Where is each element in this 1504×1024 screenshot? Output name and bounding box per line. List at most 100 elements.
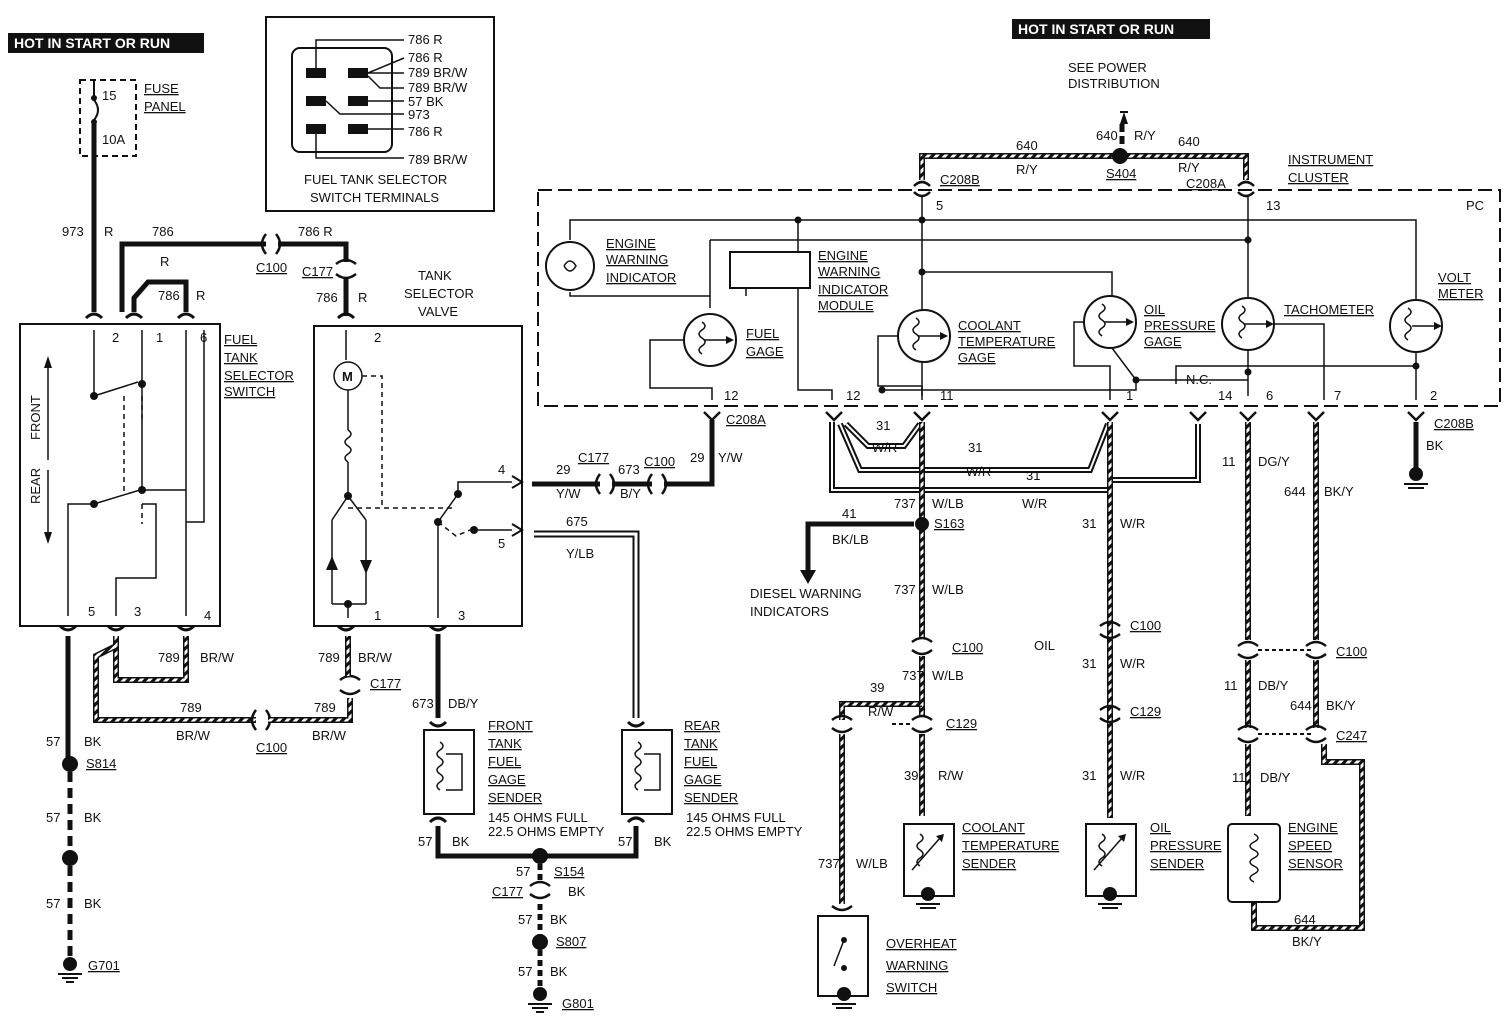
svg-text:OIL: OIL — [1144, 302, 1165, 317]
svg-text:FRONT: FRONT — [28, 395, 43, 440]
svg-text:INSTRUMENT: INSTRUMENT — [1288, 152, 1373, 167]
svg-text:11: 11 — [1222, 454, 1236, 469]
svg-text:REAR: REAR — [28, 468, 43, 504]
svg-text:C208B: C208B — [940, 172, 980, 187]
svg-text:Y/LB: Y/LB — [566, 546, 594, 561]
svg-text:W/LB: W/LB — [932, 668, 964, 683]
svg-text:4: 4 — [204, 608, 211, 623]
svg-text:ENGINE: ENGINE — [818, 248, 868, 263]
svg-text:737: 737 — [894, 582, 916, 597]
svg-text:31: 31 — [1026, 468, 1040, 483]
svg-text:BK: BK — [84, 734, 102, 749]
svg-text:12: 12 — [724, 388, 738, 403]
svg-text:29: 29 — [690, 450, 704, 465]
svg-text:13: 13 — [1266, 198, 1280, 213]
svg-text:W/R: W/R — [872, 440, 897, 455]
svg-text:57: 57 — [518, 912, 532, 927]
svg-text:GAGE: GAGE — [684, 772, 722, 787]
svg-text:7: 7 — [1334, 388, 1341, 403]
svg-text:C177: C177 — [302, 264, 333, 279]
svg-text:SELECTOR: SELECTOR — [224, 368, 294, 383]
svg-text:SENSOR: SENSOR — [1288, 856, 1343, 871]
svg-text:OIL: OIL — [1150, 820, 1171, 835]
overheat-warning-switch: OVERHEAT WARNING SWITCH — [817, 904, 957, 1009]
svg-text:BK/Y: BK/Y — [1292, 934, 1322, 949]
svg-text:5: 5 — [498, 536, 505, 551]
svg-text:SENDER: SENDER — [1150, 856, 1204, 871]
svg-text:HOT IN START OR RUN: HOT IN START OR RUN — [14, 35, 170, 51]
svg-text:57: 57 — [618, 834, 632, 849]
svg-text:640: 640 — [1178, 134, 1200, 149]
svg-text:789: 789 — [318, 650, 340, 665]
svg-text:R/W: R/W — [938, 768, 964, 783]
svg-text:12: 12 — [846, 388, 860, 403]
svg-text:COOLANT: COOLANT — [962, 820, 1025, 835]
svg-text:C247: C247 — [1336, 728, 1367, 743]
svg-text:BK: BK — [1426, 438, 1444, 453]
svg-text:W/LB: W/LB — [932, 496, 964, 511]
banner-left: HOT IN START OR RUN — [8, 33, 204, 53]
svg-text:C177: C177 — [578, 450, 609, 465]
svg-text:TANK: TANK — [418, 268, 452, 283]
svg-text:TEMPERATURE: TEMPERATURE — [958, 334, 1056, 349]
svg-text:4: 4 — [498, 462, 505, 477]
svg-text:11: 11 — [1224, 678, 1238, 693]
svg-text:57 BK: 57 BK — [408, 94, 444, 109]
svg-text:HOT IN START OR RUN: HOT IN START OR RUN — [1018, 21, 1174, 37]
svg-text:W/LB: W/LB — [932, 582, 964, 597]
cluster-connector-pins: C208B — [703, 411, 1474, 431]
svg-text:3: 3 — [134, 604, 141, 619]
svg-text:C129: C129 — [946, 716, 977, 731]
svg-text:C177: C177 — [492, 884, 523, 899]
svg-text:786: 786 — [158, 288, 180, 303]
svg-text:INDICATORS: INDICATORS — [750, 604, 829, 619]
svg-text:31: 31 — [1082, 768, 1096, 783]
svg-text:MODULE: MODULE — [818, 298, 874, 313]
svg-text:789: 789 — [158, 650, 180, 665]
svg-text:5: 5 — [936, 198, 943, 213]
svg-text:644: 644 — [1294, 912, 1316, 927]
svg-text:PRESSURE: PRESSURE — [1150, 838, 1222, 853]
svg-text:737: 737 — [902, 668, 924, 683]
svg-text:DIESEL WARNING: DIESEL WARNING — [750, 586, 862, 601]
svg-text:GAGE: GAGE — [746, 344, 784, 359]
svg-text:C208A: C208A — [726, 412, 766, 427]
svg-text:C208A: C208A — [1186, 176, 1226, 191]
svg-text:COOLANT: COOLANT — [958, 318, 1021, 333]
svg-text:B/Y: B/Y — [620, 486, 641, 501]
svg-text:R/W: R/W — [868, 704, 894, 719]
svg-text:C100: C100 — [1130, 618, 1161, 633]
svg-text:2: 2 — [374, 330, 381, 345]
fuse-rating: 10A — [102, 132, 125, 147]
ground-volt-meter — [1404, 467, 1428, 489]
svg-text:C100: C100 — [256, 260, 287, 275]
svg-text:C100: C100 — [952, 640, 983, 655]
svg-text:22.5 OHMS EMPTY: 22.5 OHMS EMPTY — [686, 824, 803, 839]
svg-text:Y/W: Y/W — [718, 450, 743, 465]
svg-text:789 BR/W: 789 BR/W — [408, 80, 468, 95]
svg-text:973: 973 — [62, 224, 84, 239]
svg-text:BK: BK — [550, 964, 568, 979]
svg-text:R: R — [358, 290, 367, 305]
svg-text:6: 6 — [1266, 388, 1273, 403]
svg-text:39: 39 — [904, 768, 918, 783]
svg-text:BK/Y: BK/Y — [1326, 698, 1356, 713]
svg-text:G701: G701 — [88, 958, 120, 973]
svg-text:BR/W: BR/W — [358, 650, 393, 665]
svg-text:2: 2 — [112, 330, 119, 345]
svg-text:WARNING: WARNING — [818, 264, 880, 279]
svg-text:786 R: 786 R — [408, 124, 443, 139]
svg-text:39: 39 — [870, 680, 884, 695]
svg-text:57: 57 — [518, 964, 532, 979]
svg-text:BK: BK — [84, 810, 102, 825]
svg-text:PRESSURE: PRESSURE — [1144, 318, 1216, 333]
fuse-panel: 15 10A FUSE PANEL — [79, 79, 186, 157]
svg-text:W/LB: W/LB — [856, 856, 888, 871]
svg-text:FUEL: FUEL — [224, 332, 257, 347]
svg-text:SELECTOR: SELECTOR — [404, 286, 474, 301]
svg-text:BK: BK — [568, 884, 586, 899]
splice-s154 — [532, 848, 548, 864]
svg-text:GAGE: GAGE — [958, 350, 996, 365]
splice-s814 — [62, 756, 78, 772]
svg-text:673: 673 — [618, 462, 640, 477]
